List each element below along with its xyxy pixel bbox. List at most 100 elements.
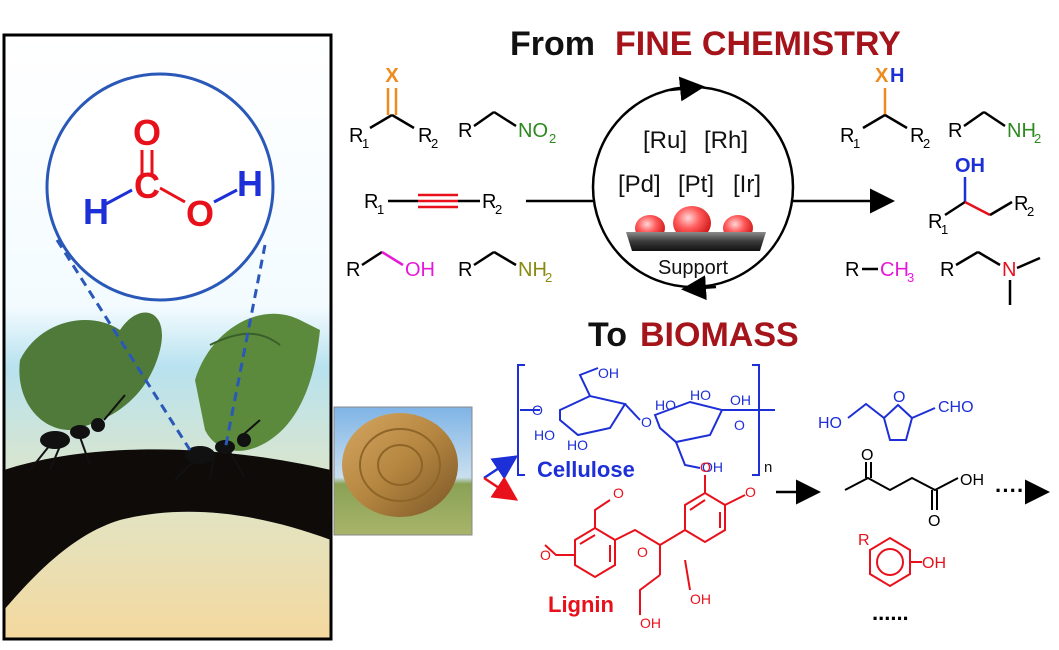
svg-text:R: R bbox=[940, 259, 954, 281]
svg-text:2: 2 bbox=[923, 136, 930, 151]
svg-text:HO: HO bbox=[655, 397, 676, 413]
lignin-structure bbox=[544, 475, 746, 615]
svg-text:1: 1 bbox=[362, 136, 369, 151]
arrow-to-cellulose bbox=[483, 455, 519, 480]
zoom-line-right bbox=[223, 244, 267, 451]
svg-text:OH: OH bbox=[640, 615, 661, 631]
svg-text:R: R bbox=[349, 125, 363, 147]
svg-text:R: R bbox=[845, 259, 859, 281]
hmf-cho: CHO bbox=[938, 399, 974, 416]
catalyst-ir: [Ir] bbox=[733, 171, 761, 198]
product-alcohol-xh: X H R 1 R 2 bbox=[840, 65, 930, 151]
hmf-o: O bbox=[893, 389, 905, 406]
svg-text:O: O bbox=[641, 414, 652, 430]
formic-H-right: H bbox=[237, 163, 263, 204]
svg-text:HO: HO bbox=[690, 387, 711, 403]
product-hydrated-alkyne: OH R 1 R 2 bbox=[928, 155, 1034, 237]
substrate-ketone: X R 1 R 2 bbox=[349, 65, 438, 151]
substrate-nitroalkane: R NO 2 bbox=[458, 110, 556, 146]
cycle-arrow-top bbox=[669, 76, 705, 102]
cellulose-n: n bbox=[764, 459, 772, 476]
heading-fine-chemistry: FINE CHEMISTRY bbox=[615, 25, 901, 63]
heading-to: To bbox=[588, 316, 627, 354]
catalytic-cycle: [Ru] [Rh] [Pd] [Pt] [Ir] Support bbox=[591, 76, 795, 301]
formic-acid-structure: O H C O H bbox=[83, 112, 263, 234]
svg-text:CH: CH bbox=[880, 259, 909, 281]
svg-text:NH: NH bbox=[518, 259, 547, 281]
product-tertiary-amine: R N bbox=[940, 250, 1041, 305]
ant-photo-panel: O H C O H bbox=[2, 33, 333, 641]
substrate-alkyne: R 1 R 2 bbox=[364, 191, 502, 217]
zoom-circle bbox=[45, 72, 275, 302]
phenol-oh: OH bbox=[922, 555, 946, 572]
svg-text:R: R bbox=[458, 120, 472, 142]
phenol-r: R bbox=[858, 532, 870, 549]
support-label: Support bbox=[658, 257, 728, 279]
ants bbox=[29, 394, 261, 481]
svg-text:X: X bbox=[385, 65, 399, 87]
catalyst-ru: [Ru] bbox=[643, 127, 687, 154]
levulinic-acid-structure bbox=[844, 462, 959, 510]
svg-text:O: O bbox=[637, 544, 648, 560]
support-plate bbox=[626, 232, 766, 251]
svg-text:R: R bbox=[346, 259, 360, 281]
svg-text:NH: NH bbox=[1007, 120, 1036, 142]
cellulose-structure bbox=[517, 364, 775, 476]
heading-from: From bbox=[510, 25, 595, 63]
svg-text:OH: OH bbox=[730, 392, 751, 408]
lignin-label: Lignin bbox=[548, 592, 614, 617]
leaf-right bbox=[195, 313, 320, 451]
svg-text:OH: OH bbox=[405, 259, 435, 281]
hay-bale-photo bbox=[333, 406, 473, 536]
arrow-to-lignin bbox=[483, 476, 519, 501]
svg-text:O: O bbox=[745, 484, 756, 500]
svg-text:OH: OH bbox=[955, 155, 985, 177]
svg-text:O: O bbox=[540, 547, 551, 563]
svg-text:OH: OH bbox=[702, 459, 723, 475]
formic-O-top: O bbox=[133, 112, 161, 153]
svg-text:R: R bbox=[948, 120, 962, 142]
svg-text:R: R bbox=[1014, 193, 1028, 215]
levulinic-oh: OH bbox=[960, 472, 984, 489]
zoom-line-left bbox=[55, 239, 192, 451]
catalyst-rh: [Rh] bbox=[704, 127, 748, 154]
svg-text:O: O bbox=[613, 485, 624, 501]
catalyst-pd: [Pd] bbox=[618, 171, 661, 198]
hmf-ho: HO bbox=[818, 415, 842, 432]
svg-text:OH: OH bbox=[690, 591, 711, 607]
more-products-dots: ...... bbox=[872, 600, 909, 625]
svg-text:2: 2 bbox=[495, 202, 502, 217]
svg-text:NO: NO bbox=[518, 120, 548, 142]
svg-text:HO: HO bbox=[567, 437, 588, 453]
svg-text:H: H bbox=[890, 65, 904, 87]
lignin-labels: O O O O O OH OH bbox=[540, 459, 756, 631]
svg-text:3: 3 bbox=[907, 270, 914, 285]
hmf-structure bbox=[847, 402, 936, 441]
svg-text:R: R bbox=[364, 191, 378, 213]
svg-text:R: R bbox=[458, 259, 472, 281]
formic-O-mid: O bbox=[186, 193, 214, 234]
svg-text:OH: OH bbox=[598, 365, 619, 381]
svg-text:O: O bbox=[734, 417, 745, 433]
svg-text:R: R bbox=[910, 125, 924, 147]
svg-text:R: R bbox=[928, 211, 942, 233]
leaf-left bbox=[19, 312, 162, 430]
svg-text:HO: HO bbox=[534, 427, 555, 443]
product-methyl: R CH 3 bbox=[845, 259, 914, 285]
phenol-structure bbox=[869, 536, 922, 588]
cycle-arrow-bottom bbox=[681, 275, 717, 301]
formic-H-left: H bbox=[83, 191, 109, 232]
levulinic-o: O bbox=[861, 447, 873, 464]
levulinic-o-2: O bbox=[928, 513, 940, 530]
svg-text:1: 1 bbox=[941, 222, 948, 237]
metal-particle-2 bbox=[673, 206, 711, 240]
product-primary-amine: R NH 2 bbox=[948, 110, 1041, 146]
substrate-amine: R NH 2 bbox=[458, 250, 552, 285]
svg-text:R: R bbox=[840, 125, 854, 147]
svg-text:1: 1 bbox=[853, 136, 860, 151]
svg-text:2: 2 bbox=[549, 131, 556, 146]
continuation-dots: ···· bbox=[995, 478, 1024, 503]
branch bbox=[4, 449, 331, 610]
svg-text:N: N bbox=[1002, 259, 1016, 281]
